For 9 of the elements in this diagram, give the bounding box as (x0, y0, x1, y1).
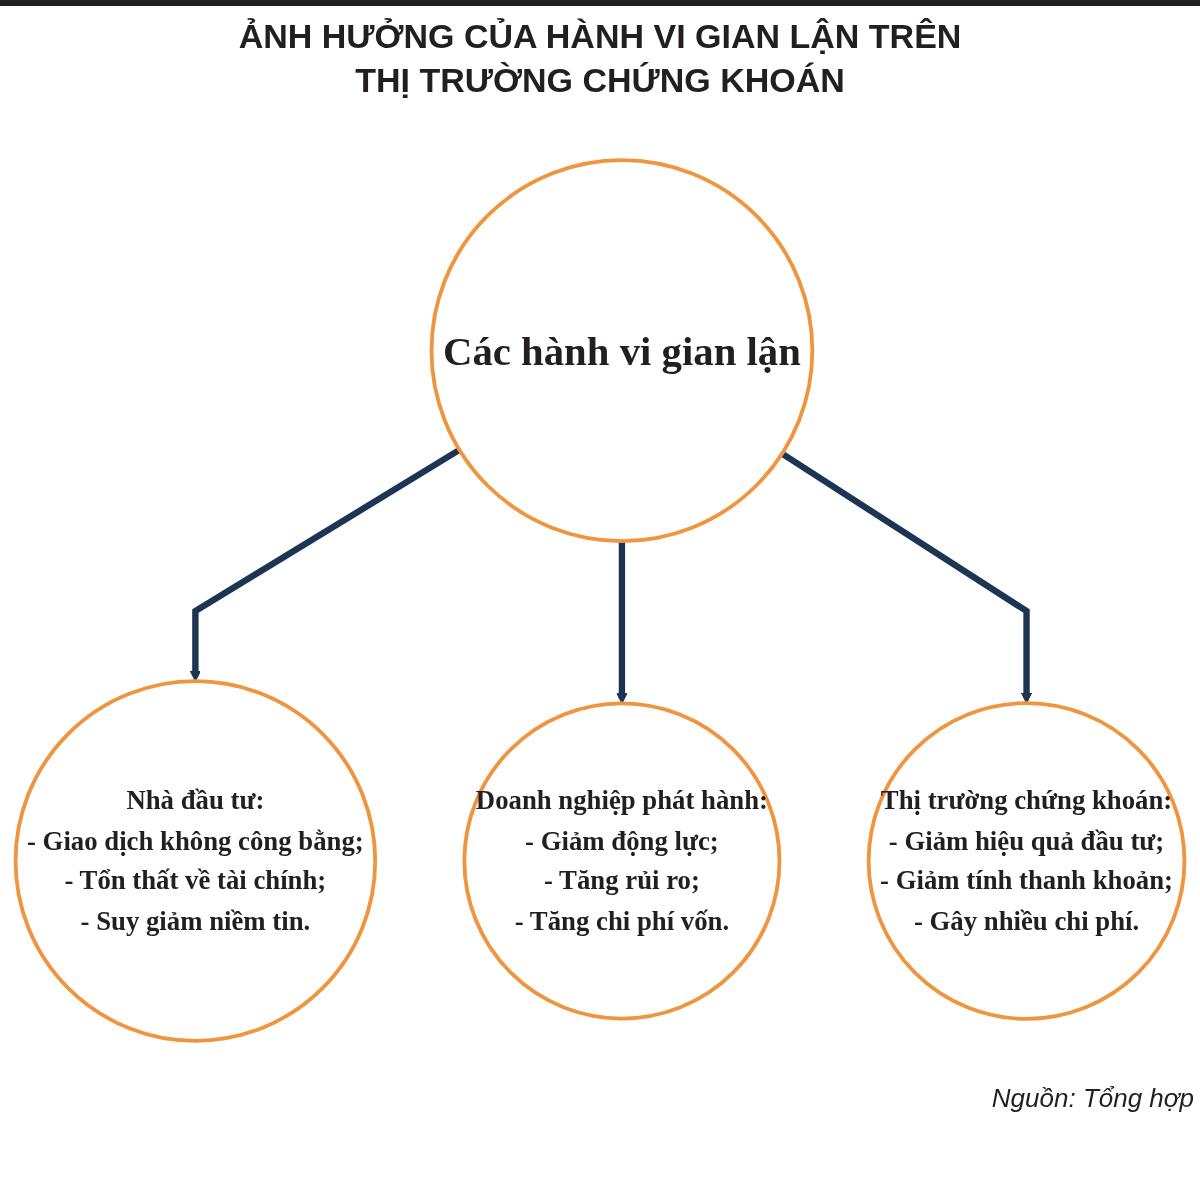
arrow (780, 450, 1033, 704)
source-note: Nguồn: Tổng hợp (991, 1082, 1194, 1114)
diagram-title: ẢNH HƯỞNG CỦA HÀNH VI GIAN LẬN TRÊN THỊ TRƯỜNG CHỨNG KHOÁN (237, 16, 963, 101)
node-circle: Các hành vi gian lận (429, 157, 815, 543)
arrow (189, 446, 462, 682)
arrow (616, 540, 628, 704)
node-circle: Nhà đầu tư: - Giao dịch không công bằng; - Tổn thất về tài chính; - Suy giảm niềm tin. (13, 678, 378, 1043)
node-circle: Doanh nghiệp phát hành: - Giảm động lực; - Tăng rủi ro; - Tăng chi phí vốn. (462, 701, 782, 1020)
node-circle: Thị trường chứng khoán: - Giảm hiệu quả đầu tư; - Giảm tính thanh khoản; - Gây nhiều chi phí. (866, 700, 1187, 1021)
